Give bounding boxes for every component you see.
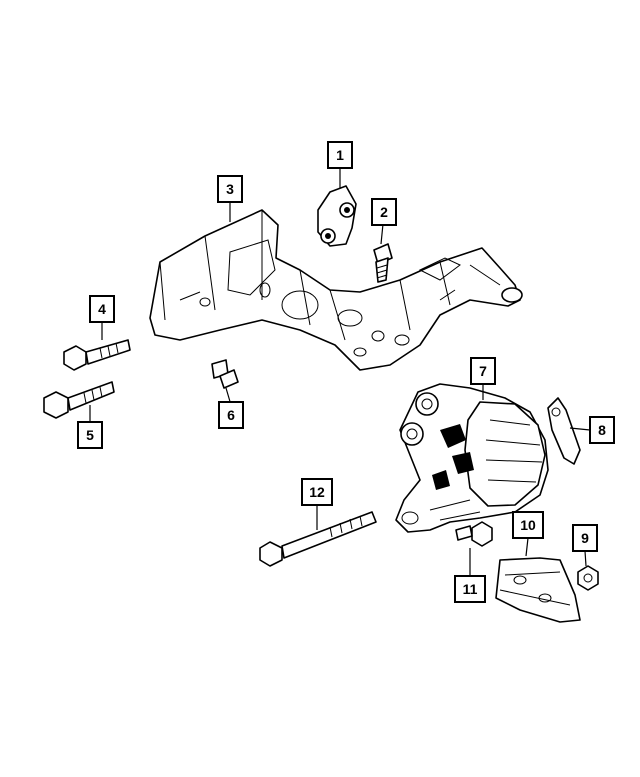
callout-label: 3 — [226, 181, 234, 197]
callout-11[interactable]: 11 — [454, 575, 486, 603]
mount-bracket-small[interactable] — [317, 185, 357, 247]
bolt-part-6[interactable] — [211, 359, 239, 389]
callout-4[interactable]: 4 — [89, 295, 115, 323]
leader-8 — [569, 427, 591, 431]
callout-12[interactable]: 12 — [301, 478, 333, 506]
bolt-part-11[interactable] — [455, 521, 493, 547]
callout-label: 4 — [98, 301, 106, 317]
bracket-plate-part-8[interactable] — [547, 397, 581, 465]
callout-3[interactable]: 3 — [217, 175, 243, 203]
leader-10 — [525, 537, 529, 557]
callout-10[interactable]: 10 — [512, 511, 544, 539]
callout-label: 5 — [86, 427, 94, 443]
bolt-part-2[interactable] — [373, 243, 393, 283]
bolt-part-5[interactable] — [43, 381, 115, 419]
callout-label: 10 — [520, 517, 536, 533]
nut-part-9[interactable] — [577, 565, 599, 591]
engine-mount-assembly[interactable] — [395, 383, 549, 533]
callout-label: 6 — [227, 407, 235, 423]
leader-2 — [380, 223, 384, 245]
callout-1[interactable]: 1 — [327, 141, 353, 169]
callout-label: 8 — [598, 422, 606, 438]
callout-7[interactable]: 7 — [470, 357, 496, 385]
callout-9[interactable]: 9 — [572, 524, 598, 552]
crossmember-bracket[interactable] — [149, 209, 523, 371]
callout-label: 2 — [380, 204, 388, 220]
callout-6[interactable]: 6 — [218, 401, 244, 429]
through-bolt-part-12[interactable] — [259, 511, 377, 567]
callout-label: 12 — [309, 484, 325, 500]
callout-label: 1 — [336, 147, 344, 163]
callout-8[interactable]: 8 — [589, 416, 615, 444]
callout-2[interactable]: 2 — [371, 198, 397, 226]
callout-label: 11 — [463, 581, 478, 597]
callout-label: 9 — [581, 530, 589, 546]
callout-label: 7 — [479, 363, 487, 379]
leader-9 — [584, 550, 587, 567]
callout-5[interactable]: 5 — [77, 421, 103, 449]
bolt-part-4[interactable] — [63, 339, 131, 371]
heat-shield-part-10[interactable] — [495, 557, 581, 623]
